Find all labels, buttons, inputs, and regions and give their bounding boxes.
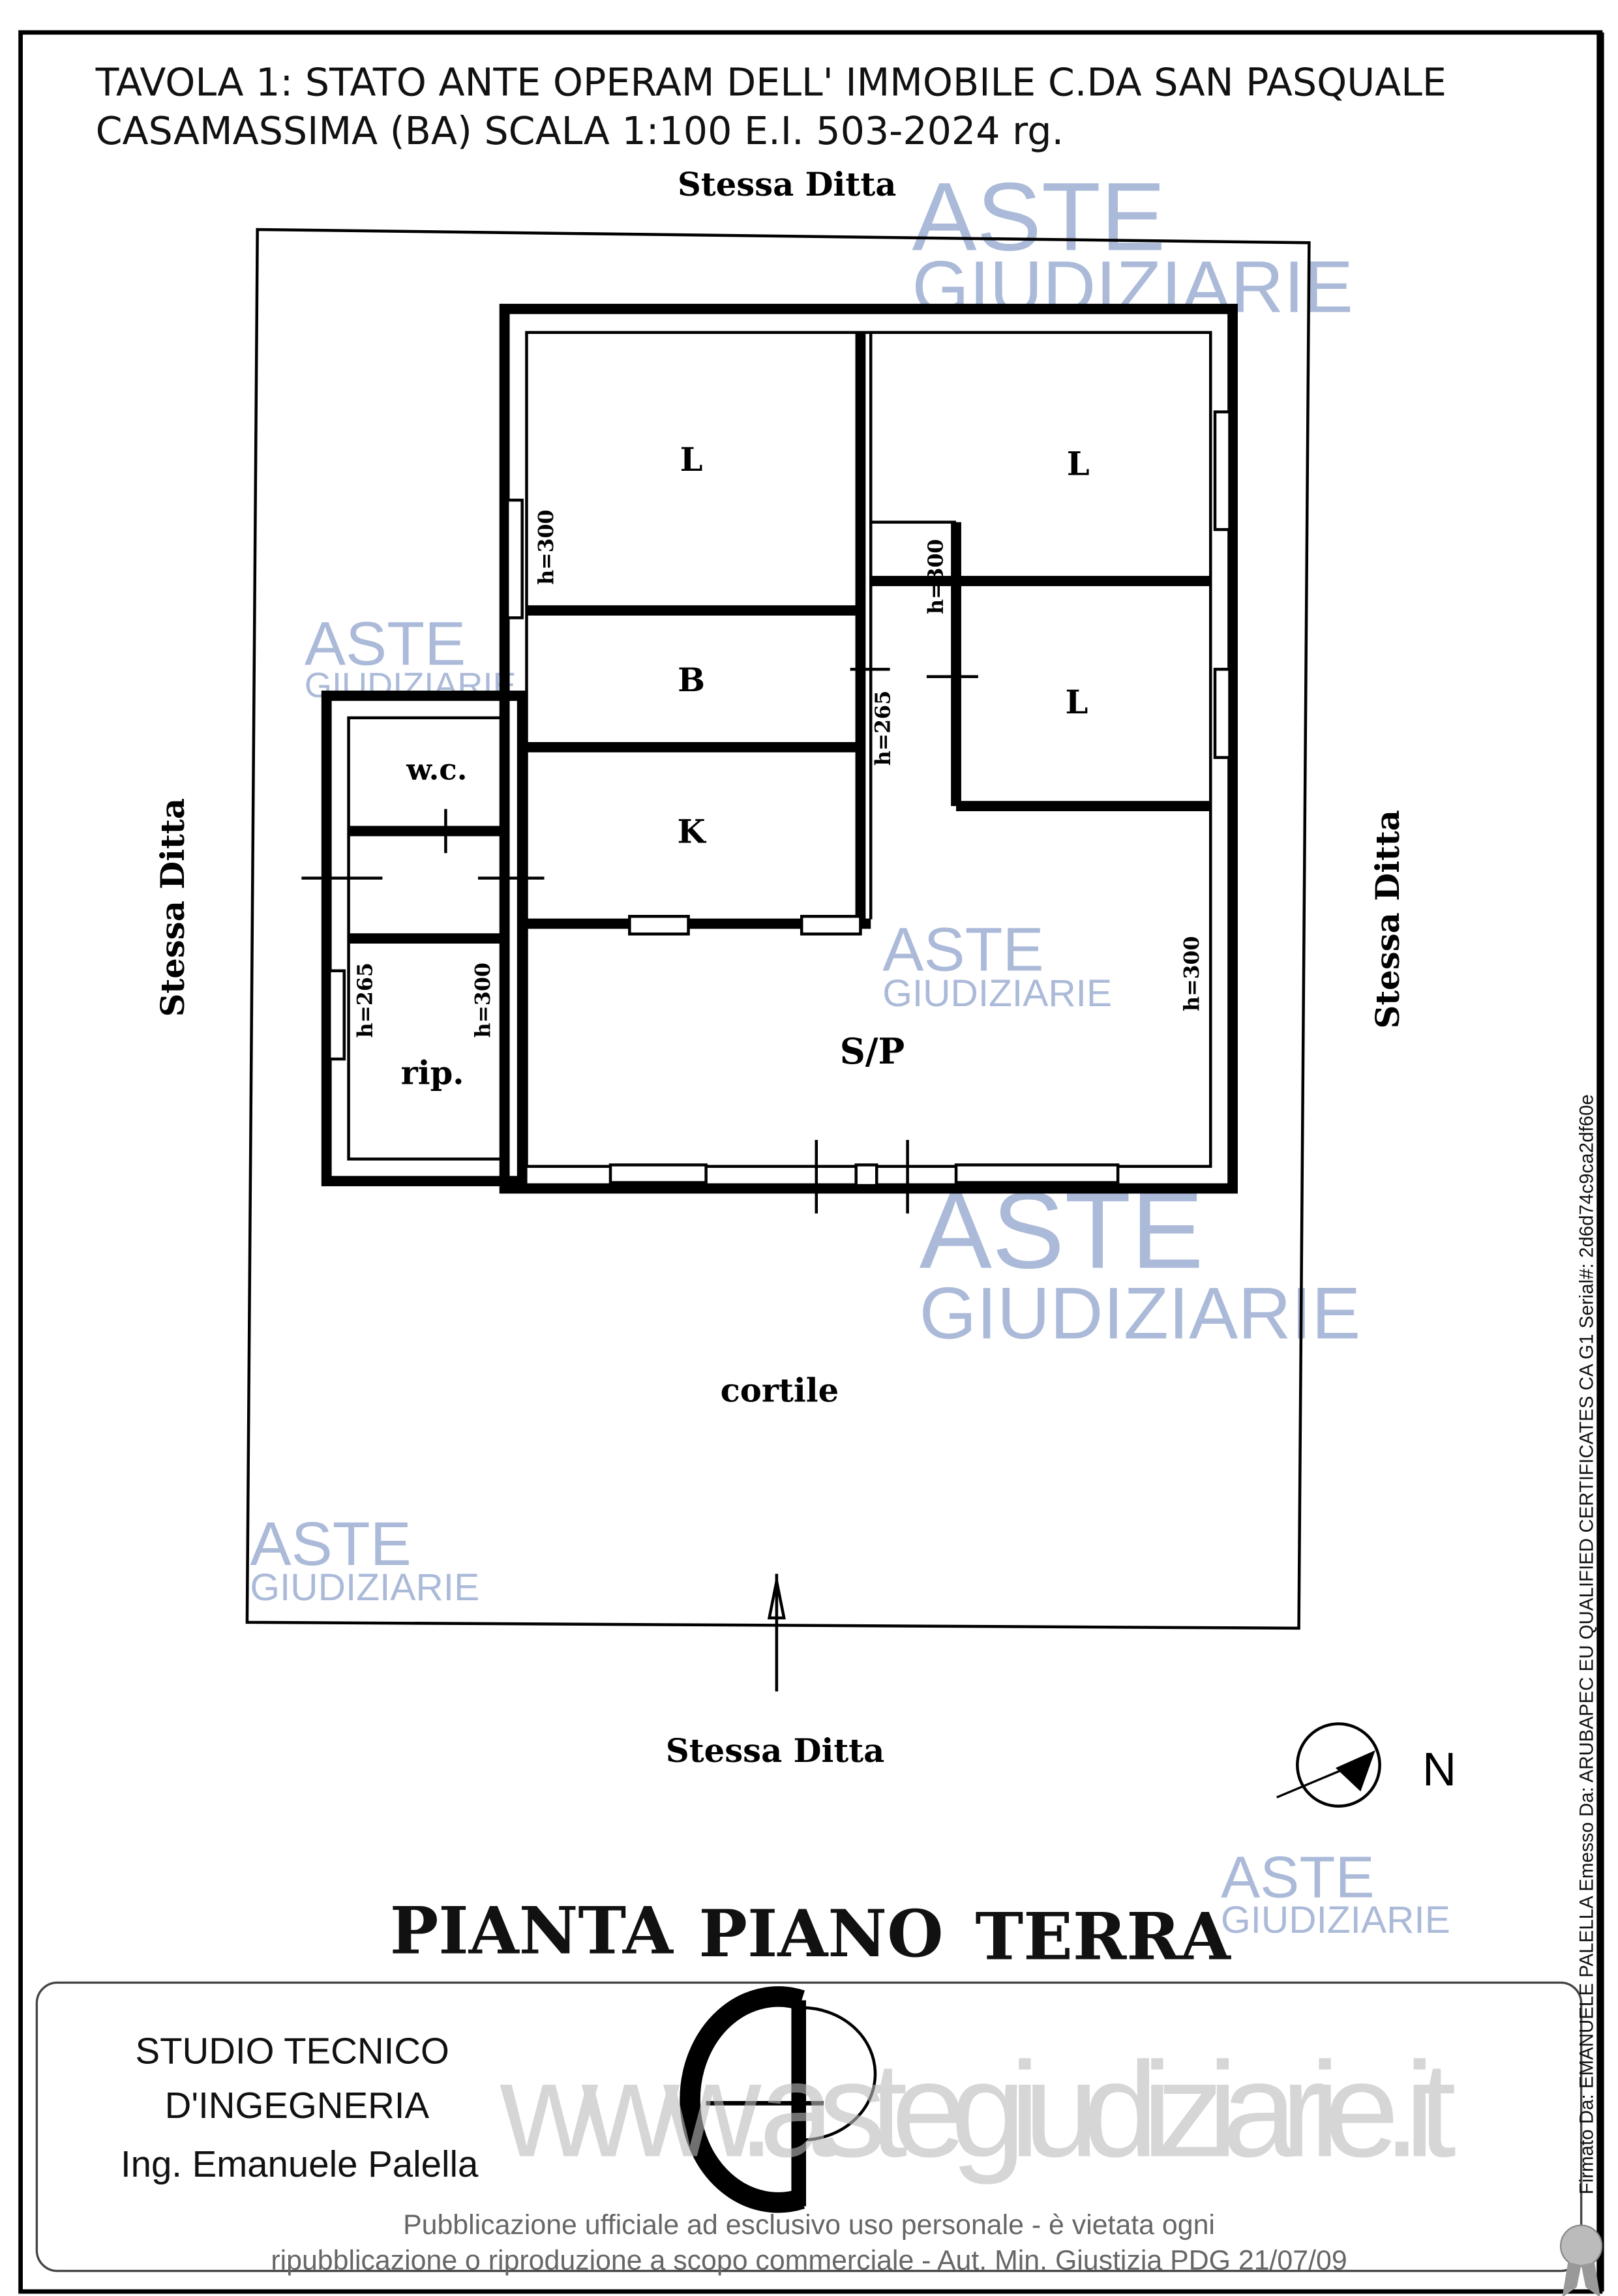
disclaimer-line-1: Pubblicazione ufficiale ad esclusivo uso… [403,2209,1215,2241]
room-label-l1: L [680,440,703,479]
watermark-aste-1: ASTE GIUDIZIARIE [912,162,1353,328]
neighbor-left: Stessa Ditta [153,798,192,1017]
studio-logo [680,1986,877,2213]
website-watermark: www.astegiudiziarie.it [500,2034,1456,2185]
svg-text:ASTE: ASTE [1221,1845,1375,1911]
studio-line-1: STUDIO TECNICO [136,2031,449,2072]
svg-text:ASTE: ASTE [305,610,466,679]
seal-icon [1559,2224,1603,2296]
watermark-aste-4: ASTE GIUDIZIARIE [920,1170,1361,1354]
svg-text:GIUDIZIARIE: GIUDIZIARIE [882,972,1112,1015]
height-label: h=300 [924,539,948,614]
room-label-wc: w.c. [406,753,467,787]
north-label: N [1422,1744,1456,1796]
height-label: h=300 [471,962,495,1037]
neighbor-top: Stessa Ditta [678,165,896,203]
studio-line-3: Ing. Emanuele Palella [121,2143,479,2184]
height-label: h=265 [353,962,378,1037]
title-block [35,1981,1583,2273]
height-label: h=300 [1180,936,1204,1011]
floor-plan [301,303,1238,1692]
svg-text:ASTE: ASTE [250,1510,411,1579]
room-label-l3: L [1066,683,1088,721]
svg-text:GIUDIZIARIE: GIUDIZIARIE [1221,1899,1450,1941]
watermark-aste-3: ASTE GIUDIZIARIE [882,916,1112,1015]
svg-text:GIUDIZIARIE: GIUDIZIARIE [250,1566,479,1609]
neighbor-bottom: Stessa Ditta [666,1731,884,1770]
neighbor-right: Stessa Ditta [1368,810,1407,1028]
title-line-1: TAVOLA 1: STATO ANTE OPERAM DELL' IMMOBI… [95,61,1446,105]
north-arrow-icon [1276,1722,1381,1808]
svg-text:ASTE: ASTE [882,916,1043,985]
room-label-k: K [678,812,707,850]
plan-title-word-3: TERRA [975,1899,1231,1975]
plan-title-word-1: PIANTA [390,1893,674,1969]
digital-signature-text: Firmato Da: EMANUELE PALELLA Emesso Da: … [1576,1094,1598,2194]
title-line-2: CASAMASSIMA (BA) SCALA 1:100 E.I. 503-20… [96,109,1064,153]
svg-text:ASTE: ASTE [912,162,1165,271]
room-label-b: B [678,661,705,699]
lot-boundary [245,228,1311,1630]
svg-text:GIUDIZIARIE: GIUDIZIARIE [920,1272,1361,1354]
room-label-sp: S/P [840,1030,905,1072]
height-label: h=300 [534,510,558,585]
room-label-l2: L [1067,445,1090,483]
svg-text:GIUDIZIARIE: GIUDIZIARIE [912,245,1353,327]
plan-title-word-2: PIANO [698,1896,943,1972]
studio-line-2: D'INGEGNERIA [165,2085,430,2126]
disclaimer-line-2: ripubblicazione o riproduzione a scopo c… [271,2244,1347,2276]
room-label-cortile: cortile [721,1371,839,1410]
watermark-aste-5: ASTE GIUDIZIARIE [250,1510,479,1609]
height-label: h=265 [871,691,895,766]
room-label-rip: rip. [401,1053,464,1092]
watermark-aste-6: ASTE GIUDIZIARIE [1221,1845,1450,1941]
